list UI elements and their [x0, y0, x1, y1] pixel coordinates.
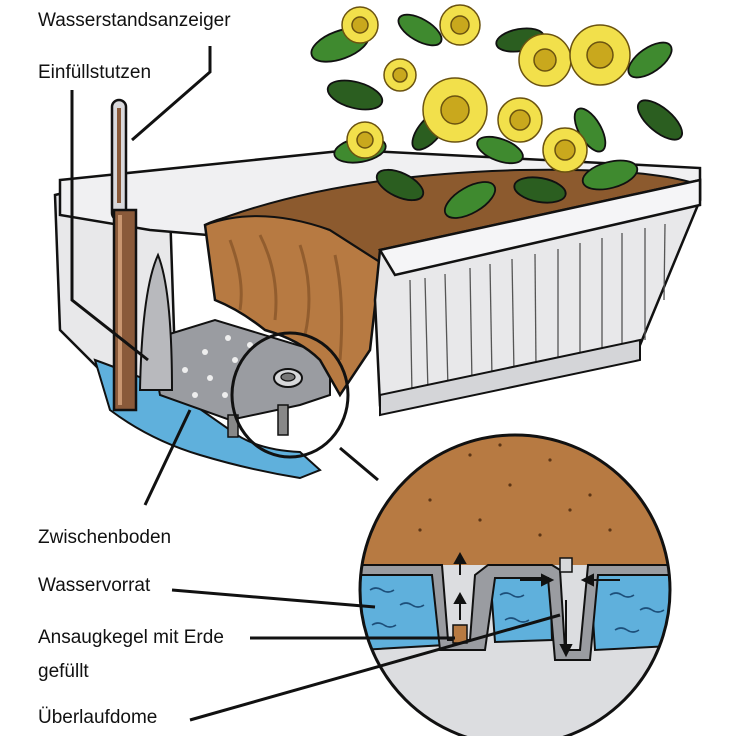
label-ueberlaufdome: Überlaufdome: [38, 707, 158, 728]
leader-zwischen: [143, 409, 192, 506]
label-ansaugkegel-line2: gefüllt: [38, 661, 89, 682]
water-chamber-right: [588, 571, 670, 652]
label-einfuellstutzen: Einfüllstutzen: [38, 62, 152, 83]
flow-arrows: [453, 551, 620, 658]
water-level-indicator: [110, 98, 138, 412]
water-waves: [369, 587, 665, 633]
label-wasservorrat: Wasservorrat: [38, 575, 151, 596]
soil-streaks: [228, 234, 344, 361]
leader-einfuell: [70, 90, 149, 362]
suction-cone: [138, 252, 174, 391]
detail-connector-line: [339, 446, 379, 482]
detail-marker-circle: [230, 331, 350, 459]
leader-vorrat: [171, 588, 376, 609]
floor-profile: [360, 564, 670, 661]
yellow-flowers: [341, 4, 631, 173]
magnified-detail: [358, 433, 672, 736]
floor-holes: [182, 335, 253, 398]
label-wasserstandsanzeiger: Wasserstandsanzeiger: [38, 10, 231, 31]
planter-ribs: [409, 223, 666, 396]
leader-lines: [70, 46, 561, 722]
leader-ueberlauf: [189, 613, 561, 722]
overflow-dome-tip: [559, 557, 573, 573]
label-zwischenboden: Zwischenboden: [38, 527, 172, 548]
label-ansaugkegel-line1: Ansaugkegel mit Erde: [38, 627, 224, 648]
planter-front-rim: [378, 178, 702, 277]
leader-wasserstand: [131, 46, 212, 142]
planter-bottom-band: [379, 338, 641, 417]
